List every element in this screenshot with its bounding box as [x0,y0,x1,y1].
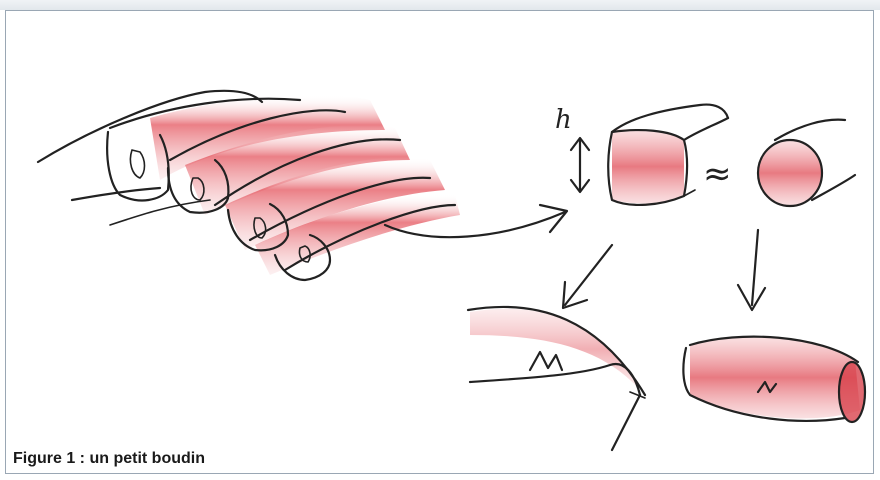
stacked-rolls [38,91,460,280]
round-section [758,120,855,206]
tapered-strand [468,307,645,450]
cylinder-sausage [683,337,865,422]
approx-symbol: ≈ [703,154,732,194]
arrow-down-right [738,230,765,310]
figure-caption: Figure 1 : un petit boudin [13,450,205,468]
height-dimension: h [555,105,589,192]
height-label: h [555,105,572,135]
arrow-down-left [563,245,612,308]
